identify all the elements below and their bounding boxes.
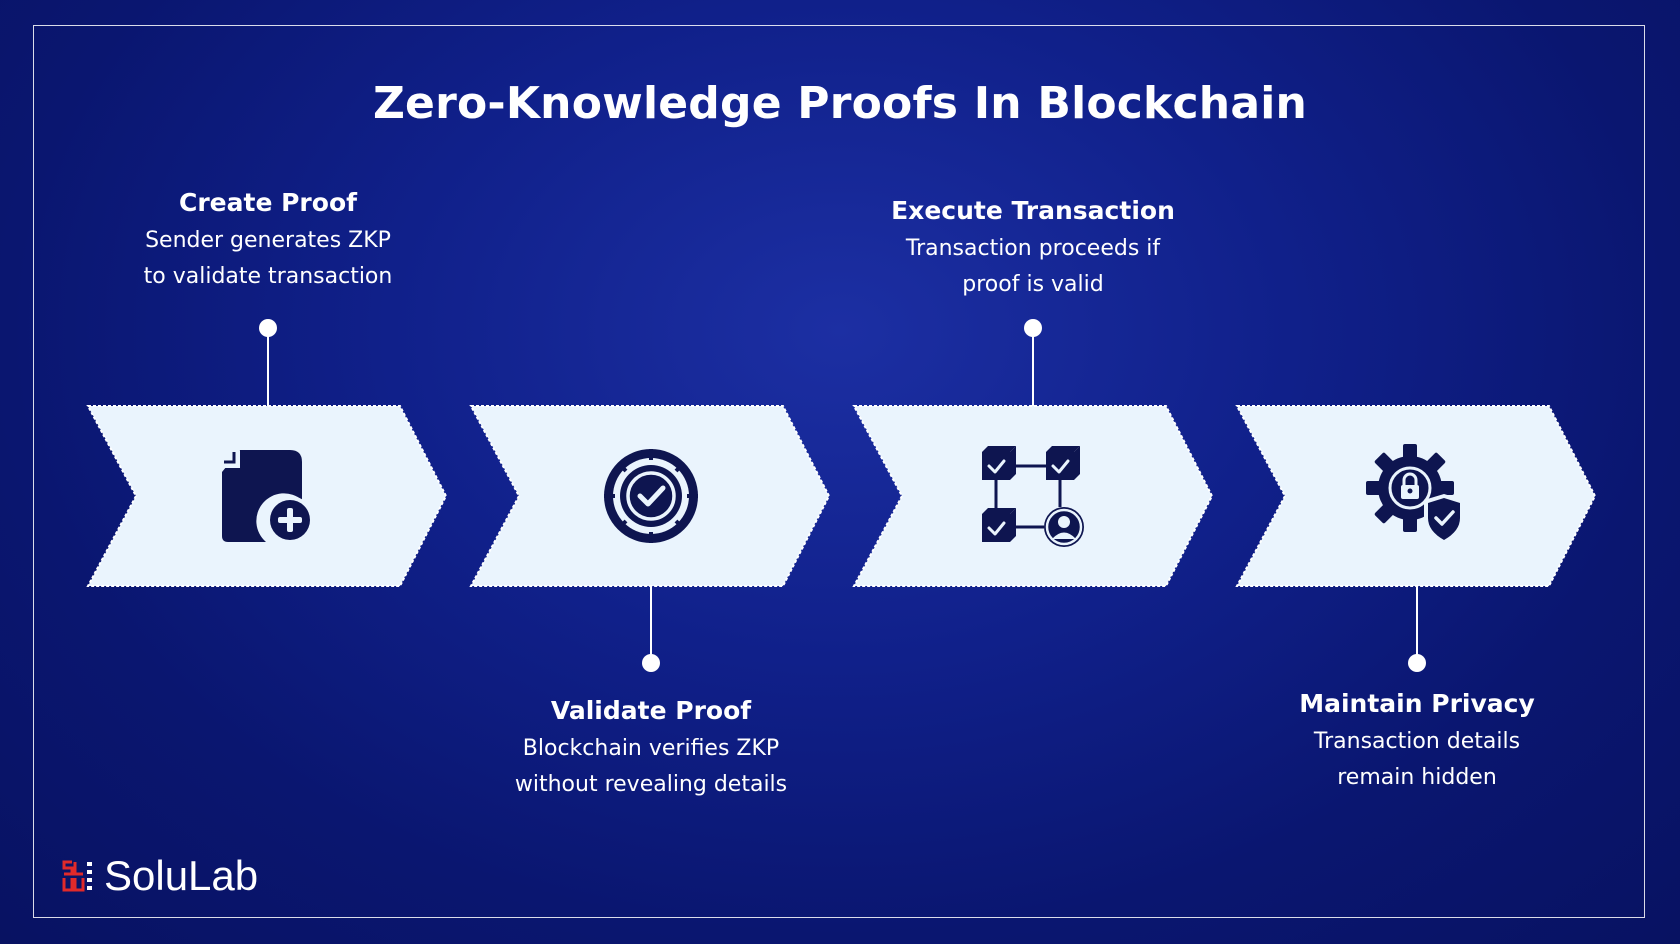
step-create-proof: Create Proof Sender generates ZKP to val… <box>68 188 468 295</box>
check-circle-icon <box>604 449 698 543</box>
logo-text: SoluLab <box>104 852 259 899</box>
step-title: Create Proof <box>179 188 357 217</box>
chevron-step-3 <box>852 405 1214 587</box>
step-description: Sender generates ZKP to validate transac… <box>143 228 393 289</box>
connector-line <box>1032 328 1034 406</box>
step-description: Transaction details remain hidden <box>1313 729 1521 790</box>
step-title: Execute Transaction <box>891 196 1175 225</box>
step-title: Validate Proof <box>550 696 752 725</box>
connector-dot <box>1408 654 1426 672</box>
step-description: Blockchain verifies ZKP without revealin… <box>514 736 788 797</box>
gear-lock-shield-icon <box>1366 444 1464 544</box>
connector-line <box>1416 586 1418 662</box>
step-description: Transaction proceeds if proof is valid <box>905 236 1161 297</box>
step-title: Maintain Privacy <box>1299 689 1535 718</box>
connector-line <box>267 328 269 406</box>
solulab-logo-icon <box>62 860 92 892</box>
step-execute-transaction: Execute Transaction Transaction proceeds… <box>833 196 1233 303</box>
document-plus-icon <box>222 450 314 544</box>
connector-line <box>650 586 652 662</box>
page-title: Zero-Knowledge Proofs In Blockchain <box>372 78 1308 129</box>
step-maintain-privacy: Maintain Privacy Transaction details rem… <box>1217 689 1617 796</box>
step-validate-proof: Validate Proof Blockchain verifies ZKP w… <box>451 696 851 803</box>
solulab-logo: SoluLab <box>62 852 258 900</box>
border-frame <box>33 25 1645 918</box>
blockchain-network-icon <box>982 446 1084 547</box>
connector-dot <box>642 654 660 672</box>
